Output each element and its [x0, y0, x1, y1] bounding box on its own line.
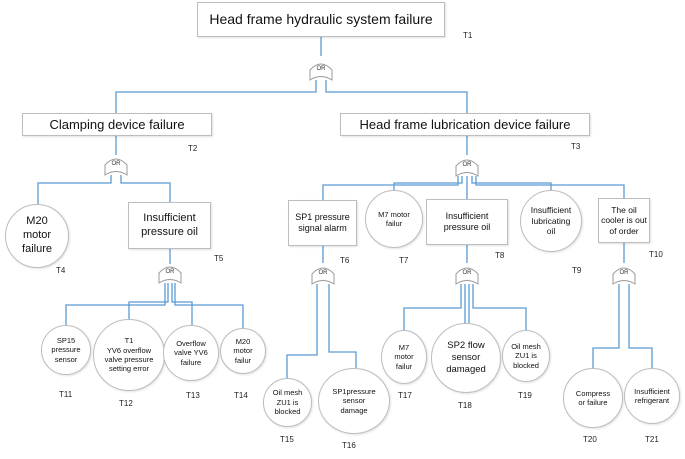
event-circle-t11: SP15 pressure sensor	[41, 325, 91, 375]
or-gate-7	[612, 267, 636, 285]
event-text: Clamping device failure	[49, 116, 185, 132]
or-gate-label: OR	[165, 269, 175, 275]
or-gate-5	[311, 267, 335, 285]
event-id-label: T15	[280, 435, 294, 444]
event-circle-t15: Oil mesh ZU1 is blocked	[263, 378, 312, 427]
event-id-label: T8	[495, 251, 505, 260]
or-gate-label: OR	[316, 66, 326, 72]
event-circle-t19: Oil mesh ZU1 is blocked	[502, 330, 550, 382]
event-circle-t17: M7 motor failur	[381, 330, 427, 384]
or-gate-label: OR	[318, 270, 328, 276]
event-circle-t20: Compress or failure	[563, 368, 623, 428]
top-event-box: Head frame hydraulic system failure	[197, 2, 445, 37]
event-id-label: T16	[342, 441, 356, 450]
event-text: Insufficient refrigerant	[634, 386, 670, 405]
event-text: SP15 pressure sensor	[51, 335, 81, 364]
event-text: M7 motor failur	[378, 209, 410, 228]
or-gate-label: OR	[462, 270, 472, 276]
event-text: SP1pressure sensor damage	[332, 386, 376, 415]
or-gate-1	[309, 63, 333, 81]
event-id-label: T11	[59, 390, 73, 399]
event-id-label: T17	[398, 391, 412, 400]
event-text: The oil cooler is out of order	[601, 205, 647, 236]
event-id-label: T12	[119, 399, 133, 408]
event-id-label: T3	[571, 142, 581, 151]
event-box-t6: SP1 pressure signal alarm	[288, 200, 357, 246]
event-circle-t21: Insufficient refrigerant	[624, 368, 680, 424]
event-text: Insufficient pressure oil	[443, 211, 491, 232]
event-id-label: T13	[186, 391, 200, 400]
event-text: T1 YV6 overflow valve pressure setting e…	[104, 336, 154, 374]
or-gate-label: OR	[619, 270, 629, 276]
event-id-label: T4	[56, 266, 66, 275]
event-circle-t9: Insufficient lubricating oil	[520, 190, 582, 252]
event-circle-t18: SP2 flow sensor damaged	[431, 323, 501, 393]
or-gate-label: OR	[462, 162, 472, 168]
event-id-label: T9	[572, 266, 582, 275]
event-id-label: T18	[458, 401, 472, 410]
event-circle-t7: M7 motor failur	[365, 190, 423, 248]
or-gate-4	[455, 159, 479, 177]
event-circle-t14: M20 motor failur	[220, 328, 266, 374]
event-id-label: T1	[463, 31, 473, 40]
event-id-label: T2	[188, 144, 198, 153]
event-circle-t13: Overflow valve YV6 failure	[163, 325, 219, 381]
event-text: Insufficient pressure oil	[141, 212, 198, 238]
top-event-text: Head frame hydraulic system failure	[209, 11, 433, 28]
event-text: Overflow valve YV6 failure	[174, 338, 208, 367]
event-box-t8: Insufficient pressure oil	[426, 199, 508, 245]
event-id-label: T14	[234, 391, 248, 400]
event-text: SP2 flow sensor damaged	[446, 340, 486, 375]
event-text: Compress or failure	[575, 388, 611, 407]
event-circle-t12: T1 YV6 overflow valve pressure setting e…	[93, 319, 165, 391]
event-text: M20 motor failure	[22, 215, 52, 255]
event-box-t5: Insufficient pressure oil	[128, 202, 211, 249]
event-text: Oil mesh ZU1 is blocked	[511, 341, 541, 370]
event-id-label: T7	[399, 256, 409, 265]
event-id-label: T21	[645, 435, 659, 444]
event-box-t2: Clamping device failure	[22, 113, 212, 136]
event-text: M7 motor failur	[394, 342, 414, 371]
event-text: M20 motor failur	[233, 336, 253, 365]
event-id-label: T6	[340, 256, 350, 265]
event-circle-t16: SP1pressure sensor damage	[318, 368, 390, 434]
event-id-label: T5	[214, 254, 224, 263]
event-text: Head frame lubrication device failure	[359, 116, 571, 132]
event-box-t10: The oil cooler is out of order	[598, 198, 650, 243]
event-text: Insufficient lubricating oil	[530, 205, 572, 237]
event-text: Oil mesh ZU1 is blocked	[272, 388, 303, 417]
or-gate-2	[104, 158, 128, 176]
event-id-label: T20	[583, 435, 597, 444]
or-gate-3	[158, 266, 182, 284]
event-circle-t4: M20 motor failure	[5, 204, 69, 268]
event-text: SP1 pressure signal alarm	[295, 212, 350, 233]
event-id-label: T19	[518, 391, 532, 400]
or-gate-label: OR	[111, 161, 121, 167]
or-gate-6	[455, 267, 479, 285]
event-box-t3: Head frame lubrication device failure	[340, 113, 590, 136]
event-id-label: T10	[649, 250, 663, 259]
